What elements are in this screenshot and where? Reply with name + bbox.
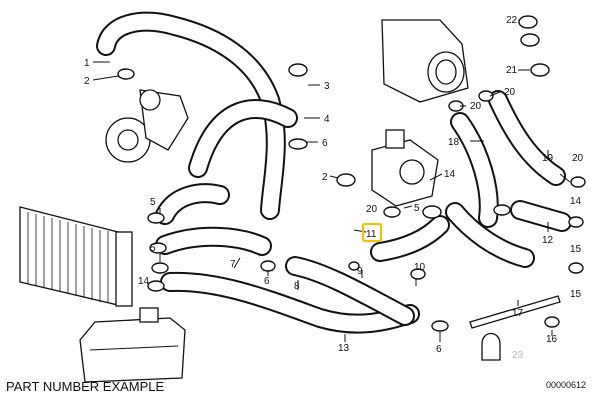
callout-5b: 5 — [150, 197, 156, 208]
callout-2b: 2 — [322, 172, 328, 183]
hose-clamps — [117, 15, 586, 332]
callout-8: 8 — [294, 281, 300, 292]
radiator — [19, 206, 133, 307]
callout-22: 22 — [506, 15, 518, 26]
callout-labels: 1 2 3 4 6 2 14 5 20 11 5 5 14 7 6 8 9 10… — [84, 15, 584, 361]
callout-5c: 5 — [150, 243, 156, 254]
hoses — [96, 11, 572, 334]
callout-14: 14 — [444, 169, 456, 180]
callout-5: 5 — [414, 203, 420, 214]
callout-21: 21 — [506, 65, 518, 76]
callout-4: 4 — [324, 114, 330, 125]
callout-16: 16 — [546, 334, 558, 345]
callout-13: 13 — [338, 343, 350, 354]
expansion-tank — [79, 307, 186, 383]
callout-20c: 20 — [470, 101, 482, 112]
callout-12: 12 — [542, 235, 554, 246]
callout-6b: 6 — [264, 276, 270, 287]
callout-23: 23 — [512, 350, 524, 361]
callout-10: 10 — [414, 262, 426, 273]
leader-lines — [92, 61, 571, 342]
drawing-code: 00000612 — [545, 380, 586, 390]
callout-17: 17 — [512, 308, 524, 319]
callout-11: 11 — [366, 229, 377, 240]
callout-18: 18 — [448, 137, 460, 148]
callout-14b: 14 — [138, 276, 150, 287]
caption: PART NUMBER EXAMPLE — [6, 379, 165, 394]
throttle-body — [381, 19, 469, 103]
callout-20d: 20 — [572, 153, 584, 164]
callout-6: 6 — [322, 138, 328, 149]
callout-14c: 14 — [570, 196, 582, 207]
callout-11-highlight — [361, 222, 383, 243]
callout-7: 7 — [230, 259, 236, 270]
callout-1: 1 — [84, 58, 90, 69]
water-pump — [105, 89, 189, 163]
hose-bracket — [469, 295, 561, 361]
callout-6c: 6 — [436, 344, 442, 355]
callout-20: 20 — [366, 204, 378, 215]
thermostat-housing — [371, 129, 439, 207]
callout-9: 9 — [357, 266, 363, 277]
callout-2: 2 — [84, 76, 90, 87]
callout-15b: 15 — [570, 289, 582, 300]
callout-20b: 20 — [504, 87, 516, 98]
callout-19: 19 — [542, 153, 554, 164]
callout-3: 3 — [324, 81, 330, 92]
callout-15: 15 — [570, 244, 582, 255]
